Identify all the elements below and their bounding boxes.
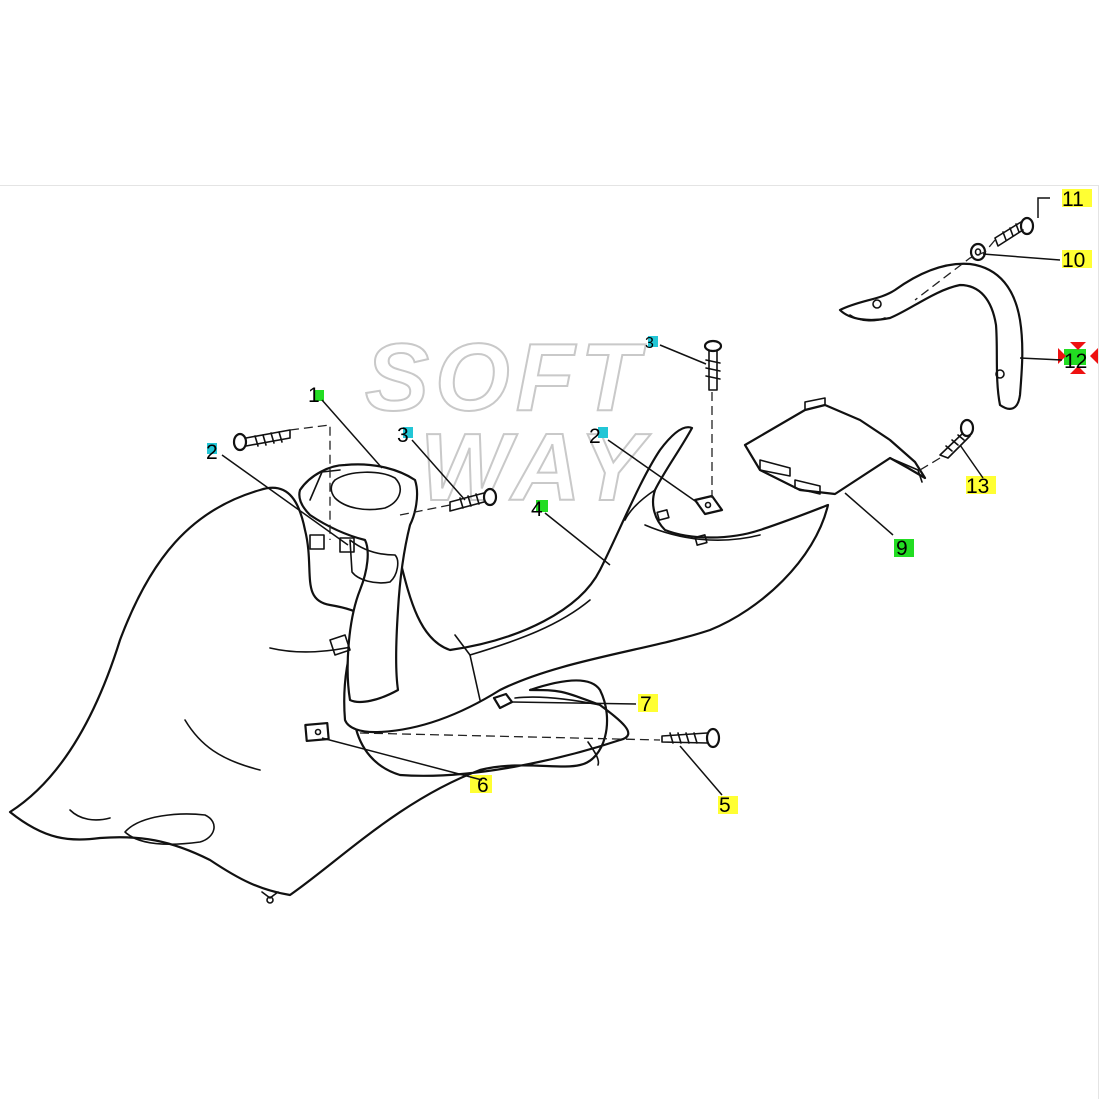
rear-cover-plate [743,397,927,496]
part-label-2a: 2 [206,441,218,464]
part-label-12: 12 [1064,350,1087,373]
highlight-5 [718,796,738,814]
screw-3b [703,339,723,391]
grommet-7 [492,692,514,710]
highlight-12 [1064,349,1086,365]
part-label-3b: 3 [645,335,654,352]
part-label-9: 9 [896,537,908,560]
part-label-2b: 2 [589,425,601,448]
front-shield-panel [8,486,630,904]
part-label-5: 5 [719,794,731,817]
screw-5 [661,727,721,749]
highlight-7 [638,694,658,712]
clip-2b [693,494,724,516]
screw-3a [449,487,498,512]
screw-13 [939,418,975,459]
highlight-3a [403,427,413,438]
part-label-13: 13 [966,475,989,498]
highlight-9 [894,539,914,557]
watermark-line1: SOFT [365,324,646,431]
highlight-4 [536,500,548,512]
highlight-3b [648,336,658,347]
part-labels: 1 2 3 3 2 4 5 6 7 9 10 11 12 13 [206,188,1087,817]
assembly-lines [289,239,996,741]
highlight-2a [207,443,217,454]
label-highlights [207,189,1092,814]
part-label-6: 6 [477,774,489,797]
leader-lines [221,197,1063,796]
clip-6 [304,721,330,743]
highlight-10 [1062,250,1092,268]
diagram-frame [0,185,1099,1099]
screw-2a [232,429,291,452]
part-label-4: 4 [531,498,543,521]
part-label-11: 11 [1062,188,1084,211]
part-label-1: 1 [308,384,320,407]
highlight-6 [470,775,492,793]
highlight-13 [966,476,996,494]
part-label-7: 7 [640,693,652,716]
dashboard-housing [298,463,419,704]
highlight-2b [598,427,608,438]
grab-handle [838,262,1024,410]
screw-11 [994,216,1035,247]
part-label-10: 10 [1062,249,1085,272]
washer-10 [969,242,987,262]
center-tunnel-panel [343,426,830,734]
highlight-1 [314,390,324,401]
highlight-11 [1062,189,1092,207]
watermark: SOFT WAY [364,323,647,522]
part-label-3a: 3 [397,424,409,447]
